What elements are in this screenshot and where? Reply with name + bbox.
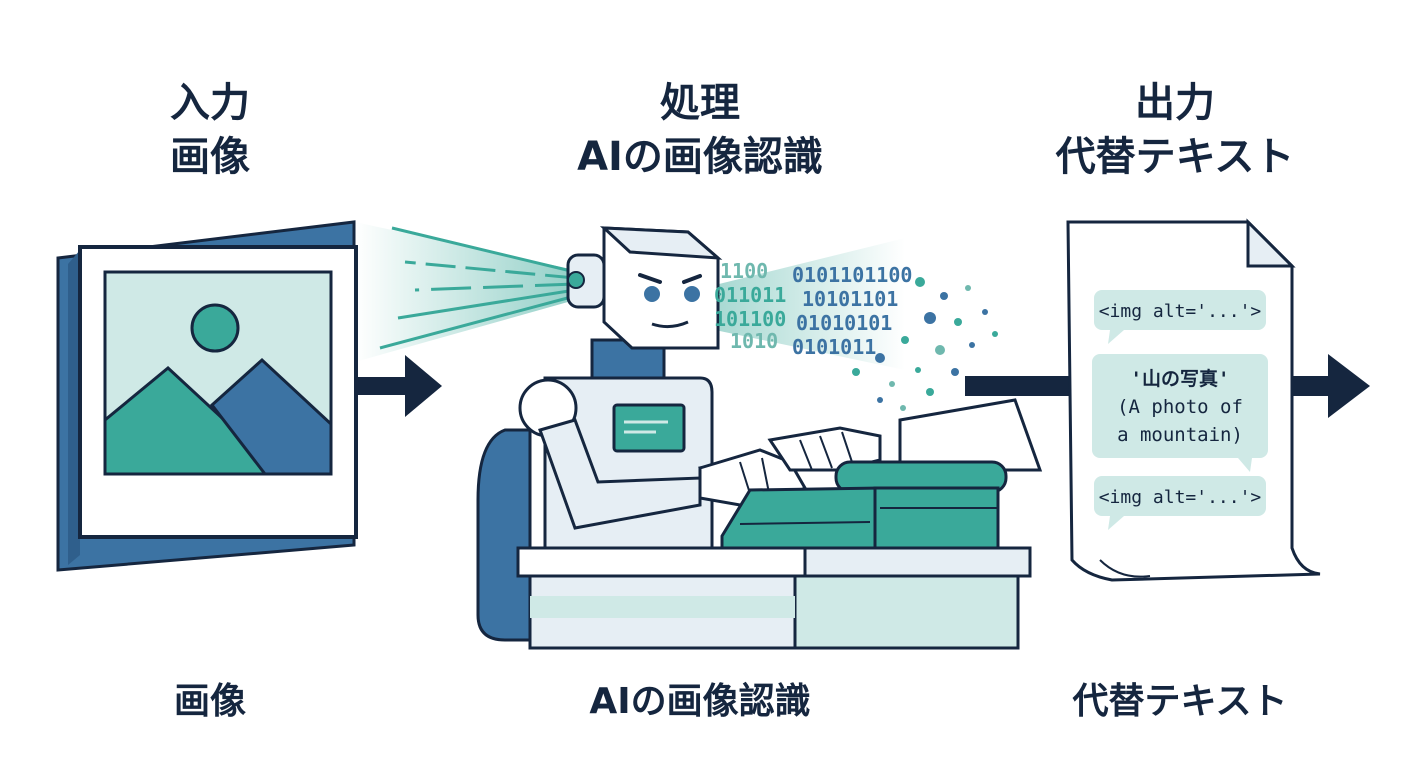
alt-tag-bottom: <img alt='...'>: [1099, 487, 1262, 508]
output-heading-line1: 出力: [1135, 80, 1215, 126]
process-caption: AIの画像認識: [589, 681, 811, 722]
input-heading-line1: 入力: [170, 80, 250, 126]
binary-line-1: 0101101100: [792, 263, 912, 287]
output-heading-line2: 代替テキスト: [1055, 134, 1295, 180]
binary-left-2: 011011: [714, 283, 786, 307]
arrow-process-to-output: [965, 376, 1073, 396]
arrow-input-to-process: [354, 355, 442, 417]
robot: [518, 226, 882, 550]
scan-beam: [355, 222, 576, 362]
binary-line-3: 01010101: [796, 311, 892, 335]
alt-text-bubble: [1092, 354, 1268, 458]
output-caption: 代替テキスト: [1072, 681, 1288, 722]
robot-ear-light: [567, 271, 585, 289]
binary-left-1: 1100: [720, 259, 768, 283]
binary-left-4: 1010: [730, 329, 778, 353]
robot-eye-left: [644, 286, 660, 302]
desk: [516, 546, 1032, 650]
typewriter-keys: [720, 486, 882, 550]
document-fold-icon: [1246, 218, 1296, 268]
robot-eye-right: [684, 286, 700, 302]
binary-left-3: 101100: [714, 307, 786, 331]
output-heading: 出力 代替テキスト: [1010, 76, 1340, 184]
alt-tag-top-bubble: [1094, 290, 1266, 330]
chest-screen-icon: [612, 403, 686, 453]
alt-text-line1: '山の写真': [1131, 367, 1230, 390]
process-heading-line2: AIの画像認識: [577, 134, 823, 180]
binary-stream: 1100 011011 101100 1010 0101101100 10101…: [714, 259, 912, 359]
alt-text-line2: (A photo of: [1117, 396, 1243, 418]
alt-tag-bottom-bubble: [1094, 476, 1266, 516]
binary-line-4: 0101011: [792, 335, 876, 359]
binary-beam: [715, 238, 905, 370]
input-heading-line2: 画像: [170, 134, 250, 180]
arrow-output-right: [1292, 354, 1370, 418]
binary-line-2: 10101101: [802, 287, 898, 311]
process-heading-line1: 処理: [660, 80, 740, 126]
chair: [476, 428, 532, 642]
data-particles: [852, 277, 998, 411]
typewriter-icon: [720, 398, 1043, 550]
photo-back-edge: [68, 250, 80, 565]
process-heading: 処理 AIの画像認識: [500, 76, 900, 184]
typewriter-paper: [898, 398, 1043, 472]
typewriter-body: [873, 486, 1000, 550]
input-photo: [56, 220, 358, 572]
mountain-left-icon: [103, 366, 268, 476]
input-heading: 入力 画像: [100, 76, 320, 184]
sun-icon: [190, 303, 240, 353]
alt-tag-top: <img alt='...'>: [1099, 301, 1262, 322]
mountain-right-icon: [209, 357, 333, 476]
output-document: <img alt='...'> '山の写真' (A photo of a mou…: [1066, 218, 1321, 582]
alt-text-line3: a mountain): [1117, 424, 1243, 446]
input-caption: 画像: [173, 681, 246, 722]
robot-mouth: [651, 320, 689, 329]
